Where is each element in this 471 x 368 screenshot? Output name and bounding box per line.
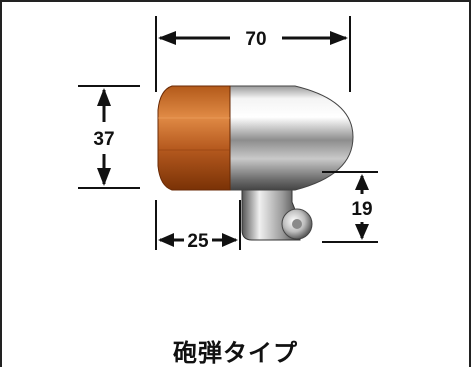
amber-lens: [157, 85, 231, 191]
dim-label-37: 37: [93, 129, 114, 150]
extension-lines: [78, 16, 378, 250]
bullet-turn-signal-illustration: [157, 85, 354, 241]
dimension-overall-length: 70: [158, 29, 348, 50]
chrome-housing: [227, 85, 354, 191]
dim-label-70: 70: [245, 29, 266, 50]
product-type-caption: 砲弾タイプ: [173, 339, 298, 367]
dim-label-25: 25: [187, 231, 209, 252]
dimension-mount-offset: 25: [158, 231, 238, 252]
dim-label-19: 19: [351, 199, 372, 220]
dimension-mount-height: 19: [351, 174, 373, 240]
dimension-body-height: 37: [93, 88, 115, 186]
